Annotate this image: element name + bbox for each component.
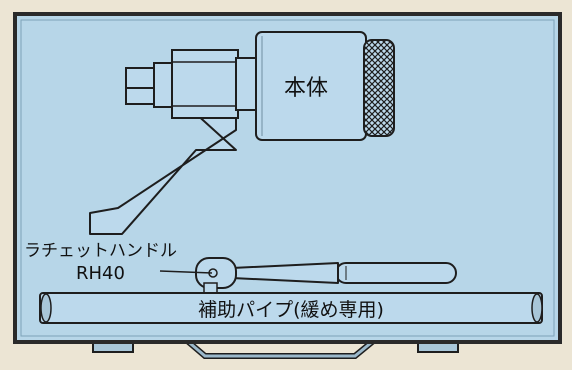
ratchet-model-label: RH40 <box>76 263 125 284</box>
ratchet-drive-tip <box>203 282 218 294</box>
gearbox-housing <box>171 49 239 119</box>
aux-pipe-tool: 補助パイプ(緩め専用) <box>39 292 543 324</box>
housing-neck <box>235 57 259 111</box>
ratchet-leader-line <box>159 270 213 274</box>
case-inner-border <box>20 19 555 337</box>
main-body-tool: 本体 <box>89 31 395 235</box>
main-body-label: 本体 <box>284 76 328 101</box>
case-carry-handle-inner <box>177 331 384 358</box>
aux-pipe-end-left <box>40 293 52 323</box>
ratchet-handle-tool: ラチェットハンドル RH40 <box>24 241 457 294</box>
ratchet-grip <box>335 262 457 284</box>
aux-pipe-end-right <box>531 293 543 323</box>
reaction-arm <box>89 111 237 235</box>
square-drive-lower <box>125 87 157 105</box>
square-drive <box>125 67 157 91</box>
knurled-knob <box>363 39 395 137</box>
aux-pipe-label: 補助パイプ(緩め専用) <box>198 299 384 321</box>
ratchet-handle-label: ラチェットハンドル <box>24 241 177 261</box>
